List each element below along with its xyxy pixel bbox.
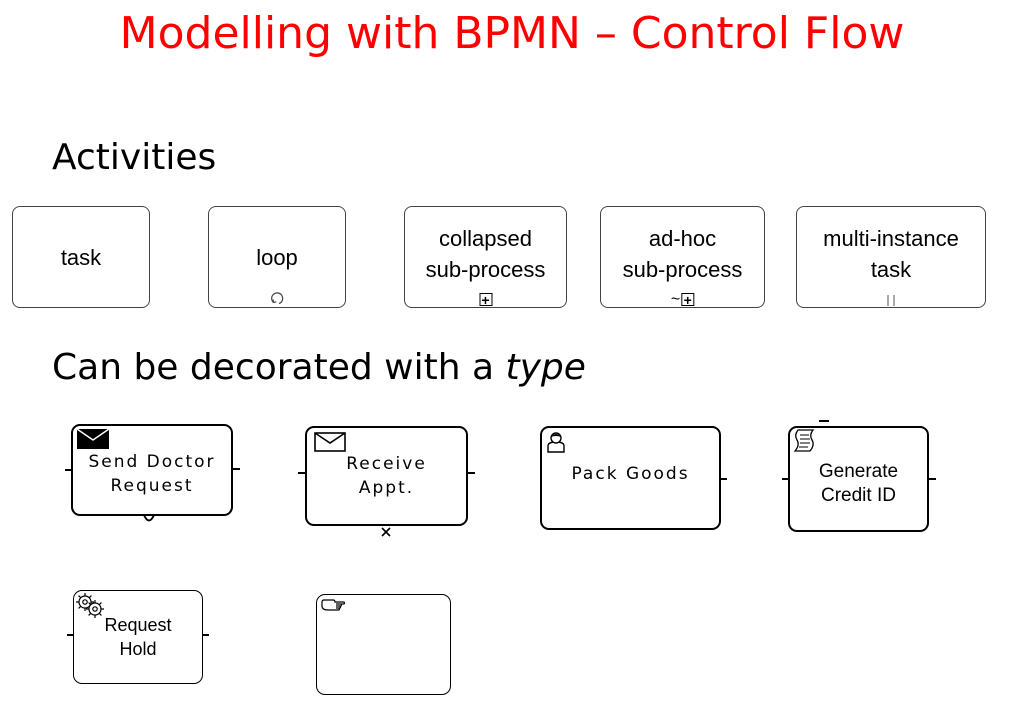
collapsed-subprocess-label: collapsed sub-process	[425, 226, 546, 282]
send-task: Send Doctor Request	[71, 424, 233, 516]
receive-envelope-icon	[314, 432, 346, 457]
task-activity-label: task	[60, 244, 102, 270]
loop-activity-label: loop	[256, 244, 298, 270]
collapsed-subprocess-activity: collapsed sub-process +	[404, 206, 567, 308]
gear-icon	[75, 592, 105, 625]
types-heading-emphasis: type	[505, 347, 586, 388]
manual-hand-icon	[320, 598, 346, 623]
task-activity: task	[12, 206, 150, 308]
manual-task	[316, 594, 451, 695]
receive-task-label: Receive Appt.	[346, 454, 427, 498]
types-heading: Can be decorated with a type	[52, 347, 586, 388]
adhoc-subprocess-activity: ad-hoc sub-process ~+	[600, 206, 765, 308]
types-heading-prefix: Can be decorated with a	[52, 347, 506, 388]
user-task-label: Pack Goods	[571, 464, 690, 484]
send-task-label: Send Doctor Request	[88, 452, 216, 496]
activities-heading: Activities	[52, 137, 217, 178]
multi-instance-task-label: multi-instance task	[823, 226, 959, 282]
script-icon	[792, 428, 816, 459]
tilde-plus-icon: ~+	[671, 292, 695, 308]
adhoc-subprocess-label: ad-hoc sub-process	[622, 226, 743, 282]
loop-activity: loop	[208, 206, 346, 308]
plus-icon: +	[479, 293, 492, 307]
script-task: Generate Credit ID	[788, 426, 929, 532]
script-task-label: Generate Credit ID	[818, 461, 899, 506]
slide-title: Modelling with BPMN – Control Flow	[119, 8, 905, 59]
send-envelope-icon	[76, 428, 110, 455]
service-task: Request Hold	[73, 590, 203, 684]
user-task: Pack Goods	[540, 426, 721, 530]
service-task-label: Request Hold	[104, 615, 172, 659]
loop-icon	[269, 290, 285, 306]
user-icon	[544, 430, 568, 459]
parallel-bars-icon	[887, 294, 895, 306]
receive-task: Receive Appt.	[305, 426, 468, 526]
multi-instance-task-activity: multi-instance task	[796, 206, 986, 308]
